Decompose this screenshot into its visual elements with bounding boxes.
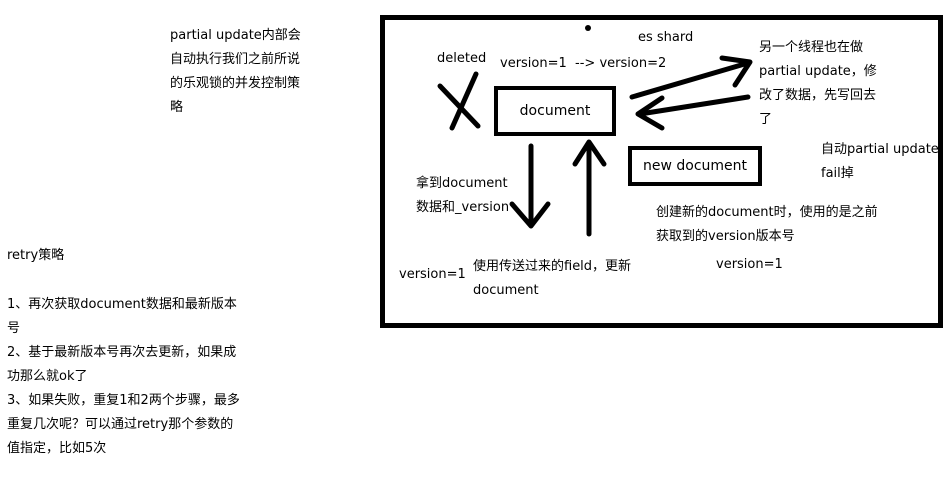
auto-fail-line: fail掉 <box>821 166 854 181</box>
auto-fail-note: 自动partial update fail掉 <box>821 138 939 186</box>
retry-line: 号 <box>7 321 21 336</box>
version-left-label: version=1 <box>399 267 466 282</box>
note-line: 自动执行我们之前所说 <box>170 52 301 67</box>
version-right-label: version=1 <box>716 257 783 272</box>
retry-steps: 1、再次获取document数据和最新版本 号 2、基于最新版本号再次去更新，如… <box>7 293 240 461</box>
fetch-doc-line: 数据和_version <box>416 200 510 215</box>
other-thread-line: 改了数据，先写回去 <box>759 88 877 103</box>
retry-line: 重复几次呢？可以通过retry那个参数的 <box>7 417 234 432</box>
fetch-doc-line: 拿到document <box>416 176 508 191</box>
retry-line: 值指定，比如5次 <box>7 441 107 456</box>
create-new-line: 获取到的version版本号 <box>656 229 795 244</box>
es-shard-label: es shard <box>638 30 694 45</box>
new-document-label: new document <box>642 158 748 174</box>
partial-update-note: partial update内部会 自动执行我们之前所说 的乐观锁的并发控制策 … <box>170 24 301 120</box>
auto-fail-line: 自动partial update <box>821 142 939 157</box>
retry-line: 2、基于最新版本号再次去更新，如果成 <box>7 345 237 360</box>
other-thread-line: partial update，修 <box>759 64 877 79</box>
document-box: document <box>494 86 616 136</box>
new-document-box: new document <box>628 146 762 186</box>
other-thread-line: 另一个线程也在做 <box>759 40 864 55</box>
retry-title: retry策略 <box>7 248 65 263</box>
use-field-line: 使用传送过来的field，更新 <box>473 259 632 274</box>
use-field-note: 使用传送过来的field，更新 document <box>473 255 631 303</box>
deleted-label: deleted <box>437 51 487 66</box>
fetch-doc-note: 拿到document 数据和_version <box>416 172 509 220</box>
retry-line: 3、如果失败，重复1和2两个步骤，最多 <box>7 393 240 408</box>
create-new-line: 创建新的document时，使用的是之前 <box>656 205 878 220</box>
other-thread-note: 另一个线程也在做 partial update，修 改了数据，先写回去 了 <box>759 36 877 132</box>
document-label: document <box>519 103 591 119</box>
es-shard-frame <box>380 15 943 328</box>
other-thread-line: 了 <box>759 112 773 127</box>
note-line: 的乐观锁的并发控制策 <box>170 76 301 91</box>
retry-line: 1、再次获取document数据和最新版本 <box>7 297 237 312</box>
note-line: 略 <box>170 100 184 115</box>
retry-line: 功那么就ok了 <box>7 369 88 384</box>
create-new-note: 创建新的document时，使用的是之前 获取到的version版本号 <box>656 201 878 249</box>
version-change-label: version=1 --> version=2 <box>500 56 667 71</box>
note-line: partial update内部会 <box>170 28 301 43</box>
use-field-line: document <box>473 283 539 298</box>
